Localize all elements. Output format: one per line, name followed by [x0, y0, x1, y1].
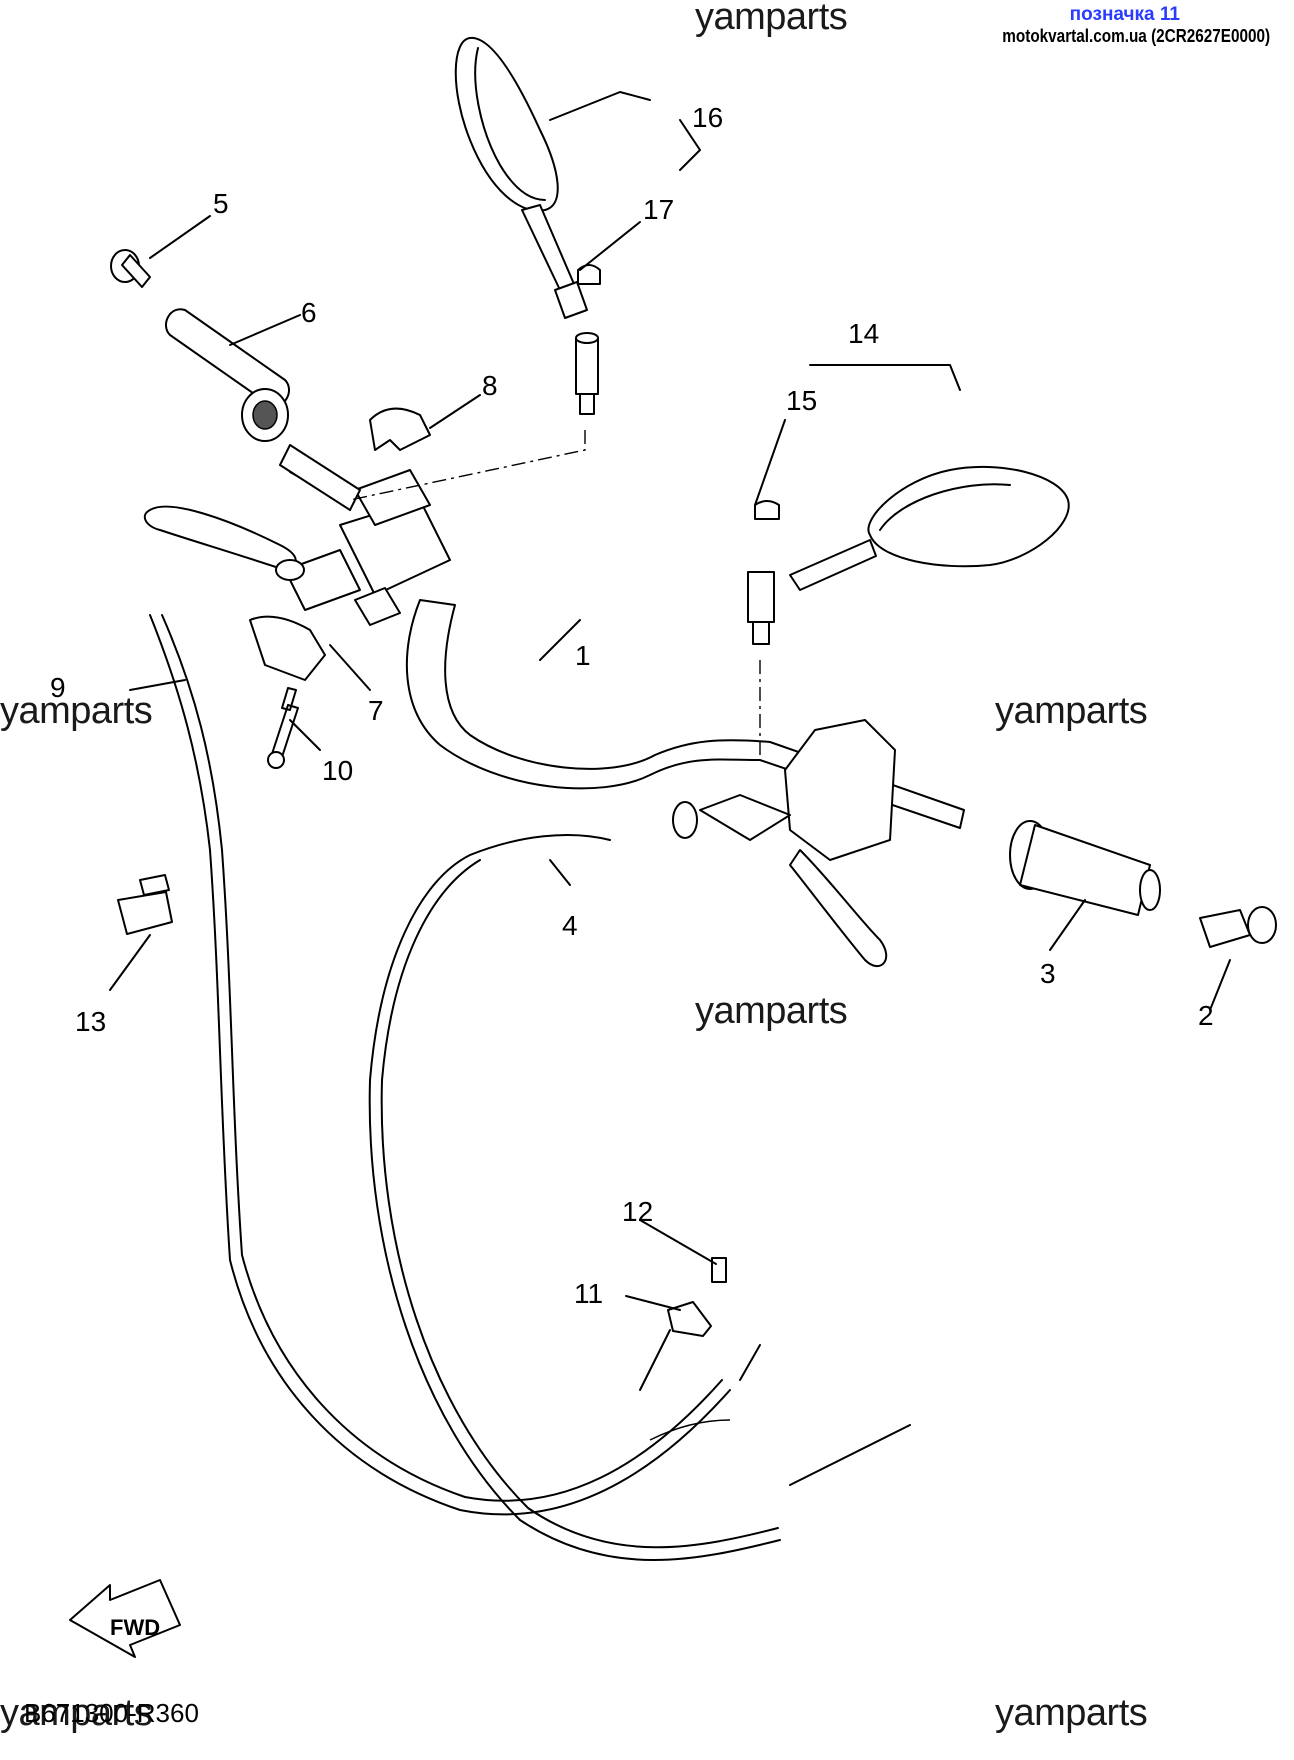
callout-11: 11 — [574, 1278, 604, 1309]
callout-5: 5 — [213, 188, 229, 219]
callout-8: 8 — [482, 370, 498, 401]
right-mirror — [747, 465, 1070, 645]
diagram-code: B671300-R360 — [24, 1698, 199, 1728]
right-grip — [1009, 820, 1277, 948]
fwd-arrow-icon: FWD — [69, 1579, 181, 1658]
watermark: yamparts — [0, 690, 153, 732]
watermark: yamparts — [695, 0, 848, 38]
callout-16: 16 — [692, 102, 724, 133]
left-grip — [110, 249, 431, 511]
callout-14: 14 — [848, 318, 880, 349]
callout-13: 13 — [75, 1006, 107, 1037]
site-label: motokvartal.com.ua (2CR2627E0000) — [1002, 25, 1270, 46]
left-mirror — [454, 36, 601, 415]
right-switch-assembly — [672, 719, 896, 967]
callout-17: 17 — [643, 194, 675, 225]
watermark: yamparts — [995, 1692, 1148, 1734]
source-label: позначка 11 motokvartal.com.ua (2CR2627E… — [955, 4, 1270, 47]
callout-12: 12 — [622, 1196, 654, 1227]
fwd-label: FWD — [110, 1615, 160, 1640]
cables — [149, 614, 911, 1561]
callout-15: 15 — [786, 385, 818, 416]
cable-guide — [667, 1301, 712, 1337]
callout-7: 7 — [368, 695, 384, 726]
callout-4: 4 — [562, 910, 578, 941]
callout-9: 9 — [50, 672, 66, 703]
watermark: yamparts — [0, 1692, 153, 1734]
callout-3: 3 — [1040, 958, 1056, 989]
leader-lines — [109, 91, 1231, 1391]
screw — [711, 1257, 727, 1283]
callout-2: 2 — [1198, 1000, 1214, 1031]
badge-label: позначка 11 — [1069, 4, 1180, 25]
callout-1: 1 — [575, 640, 591, 671]
watermark: yamparts — [995, 690, 1148, 732]
clamp-and-bolt — [249, 615, 326, 769]
cable-clip — [117, 874, 173, 935]
mirror-alignment-line — [349, 430, 586, 501]
callout-10: 10 — [322, 755, 354, 786]
callout-6: 6 — [301, 297, 317, 328]
watermark: yamparts — [695, 990, 848, 1032]
left-lever-assembly — [143, 469, 451, 626]
